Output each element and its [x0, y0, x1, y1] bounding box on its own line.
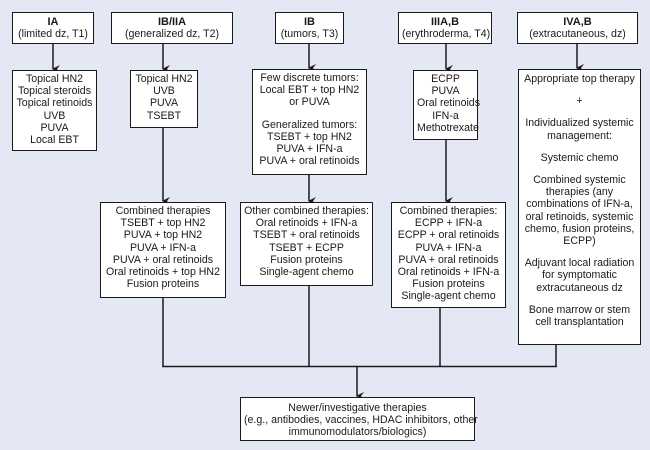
- stage-subtitle: (erythroderma, T4): [402, 28, 491, 41]
- first-line-ib-iia: Topical HN2 UVB PUVA TSEBT: [130, 70, 198, 128]
- stage-title: IB: [304, 16, 315, 28]
- second-line-ib: Other combined therapies: Oral retinoids…: [240, 202, 373, 286]
- therapy-item: IFN-a: [432, 109, 459, 122]
- therapy-item: cell transplantation: [535, 316, 624, 329]
- therapy-item: Single-agent chemo: [401, 290, 496, 303]
- stage-header-iva-b: IVA,B (extracutaneous, dz): [517, 12, 638, 44]
- therapy-item: Methotrexate: [417, 121, 479, 134]
- final-detail: (e.g., antibodies, vaccines, HDAC inhibi…: [244, 414, 478, 427]
- therapy-item: Single-agent chemo: [259, 266, 354, 279]
- therapy-item: PUVA: [149, 97, 179, 110]
- therapy-item: Topical HN2: [135, 73, 193, 85]
- therapy-group-heading: Other combined therapies:: [244, 205, 369, 217]
- therapy-item: PUVA: [40, 121, 69, 134]
- therapy-item: Local EBT: [30, 134, 79, 147]
- therapy-item: PUVA + IFN-a: [129, 241, 197, 254]
- therapy-item: Bone marrow or stem: [528, 303, 631, 316]
- therapy-item: Fusion proteins: [270, 253, 343, 266]
- therapy-item: Fusion proteins: [126, 278, 200, 291]
- therapy-item: for symptomatic: [542, 269, 617, 282]
- stage-header-ib: IB (tumors, T3): [275, 12, 344, 44]
- therapy-group-heading: Generalized tumors:: [261, 118, 358, 131]
- therapy-item: combinations of IFN-a,: [526, 198, 633, 211]
- therapy-group-heading: Combined therapies:: [399, 205, 498, 217]
- therapy-item: Topical HN2: [25, 73, 84, 85]
- therapy-iva-b: Appropriate top therapy + Individualized…: [518, 69, 641, 345]
- stage-title: IVA,B: [563, 16, 592, 28]
- therapy-item: UVB: [153, 85, 175, 98]
- stage-subtitle: (generalized dz, T2): [124, 28, 220, 41]
- therapy-item: ECPP + IFN-a: [414, 217, 483, 230]
- stage-title: IA: [47, 16, 59, 28]
- therapy-item: therapies (any: [545, 186, 614, 199]
- therapy-item: UVB: [43, 109, 66, 122]
- final-heading: Newer/investigative therapies: [288, 402, 427, 414]
- therapy-item: PUVA + top HN2: [123, 229, 203, 242]
- therapy-item: TSEBT + top HN2: [120, 217, 206, 230]
- therapy-item: PUVA + IFN-a: [415, 241, 482, 254]
- therapy-item: Topical retinoids: [16, 97, 93, 110]
- therapy-item: ECPP + oral retinoids: [397, 229, 500, 242]
- stage-subtitle: (tumors, T3): [280, 28, 339, 41]
- therapy-item: or PUVA: [289, 96, 330, 109]
- therapy-group-heading: Individualized systemic: [525, 117, 634, 130]
- therapy-item: PUVA + oral retinoids: [398, 253, 499, 266]
- stage-header-iiia-b: IIIA,B (erythroderma, T4): [398, 12, 492, 44]
- first-line-ib: Few discrete tumors: Local EBT + top HN2…: [252, 69, 367, 175]
- first-line-iiia-b: ECPP PUVA Oral retinoids IFN-a Methotrex…: [413, 70, 480, 140]
- final-detail: immunomodulators/biologics): [288, 426, 427, 439]
- therapy-item: Topical steroids: [17, 85, 91, 98]
- stage-header-ia: IA (limited dz, T1): [12, 12, 94, 44]
- therapy-item: TSEBT + oral retinoids: [253, 229, 360, 242]
- plus-sign: +: [576, 95, 583, 108]
- therapy-item: oral retinoids, systemic: [525, 210, 634, 223]
- investigative-therapies-box: Newer/investigative therapies (e.g., ant…: [240, 397, 478, 441]
- therapy-item: Appropriate top therapy: [524, 73, 635, 85]
- first-line-ia: Topical HN2 Topical steroids Topical ret…: [12, 70, 97, 151]
- therapy-item: Local EBT + top HN2: [259, 84, 360, 97]
- therapy-item: Oral retinoids + IFN-a: [397, 266, 500, 279]
- therapy-item: PUVA + oral retinoids: [259, 155, 360, 168]
- therapy-item: Combined systemic: [533, 174, 626, 187]
- stage-title: IB/IIA: [157, 16, 187, 28]
- therapy-item: Systemic chemo: [540, 151, 619, 164]
- therapy-item: chemo, fusion proteins,: [524, 222, 635, 235]
- therapy-item: ECPP): [563, 235, 596, 248]
- therapy-item: Oral retinoids: [417, 97, 480, 110]
- therapy-item: PUVA + oral retinoids: [112, 253, 214, 266]
- therapy-item: TSEBT + top HN2: [267, 130, 352, 143]
- therapy-item: PUVA: [431, 85, 460, 98]
- therapy-group-heading: Few discrete tumors:: [260, 72, 359, 84]
- stage-subtitle: (extracutaneous, dz): [529, 28, 626, 41]
- therapy-item: Adjuvant local radiation: [524, 257, 635, 270]
- stage-header-ib-iia: IB/IIA (generalized dz, T2): [111, 12, 233, 44]
- therapy-group-heading: Combined therapies: [115, 205, 211, 217]
- second-line-iiia-b: Combined therapies: ECPP + IFN-a ECPP + …: [391, 202, 506, 308]
- therapy-group-heading: management:: [547, 129, 612, 142]
- therapy-item: PUVA + IFN-a: [276, 143, 343, 156]
- therapy-item: Oral retinoids + top HN2: [106, 266, 220, 279]
- therapy-item: TSEBT + ECPP: [269, 241, 344, 254]
- therapy-item: TSEBT: [146, 109, 182, 122]
- therapy-item: extracutaneous dz: [536, 281, 623, 294]
- therapy-item: Fusion proteins: [412, 278, 485, 291]
- therapy-item: Oral retinoids + IFN-a: [255, 217, 358, 230]
- second-line-ib-iia: Combined therapies TSEBT + top HN2 PUVA …: [100, 202, 226, 298]
- therapy-item: ECPP: [431, 73, 460, 85]
- stage-subtitle: (limited dz, T1): [18, 28, 88, 41]
- stage-title: IIIA,B: [430, 16, 460, 28]
